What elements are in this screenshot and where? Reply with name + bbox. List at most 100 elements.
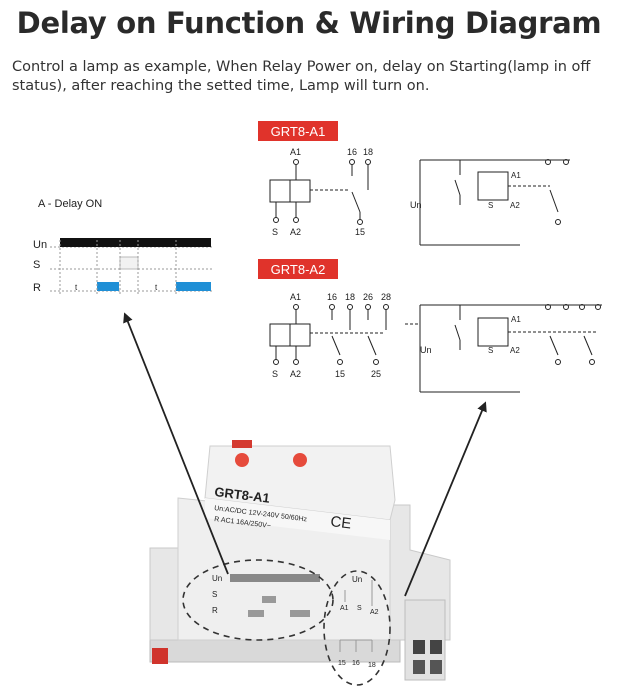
a2-terminal-diagram: A1 16 18 26 28 S (269, 292, 391, 379)
timing-heading: A - Delay ON (38, 198, 102, 210)
bottom-term-15: 15 (338, 660, 346, 667)
a2-term-26: 26 (363, 292, 373, 302)
din-rail (149, 639, 401, 663)
a2-node (347, 304, 353, 310)
a1-node (563, 159, 569, 165)
terminal-hole (430, 660, 442, 674)
a1-contact (351, 191, 361, 213)
a2-node (595, 304, 601, 310)
a1-node (349, 159, 355, 165)
a1-term-15: 15 (355, 227, 365, 237)
a2-term-15: 15 (335, 369, 345, 379)
panel-s-label: S (212, 590, 217, 599)
panel-un-label: Un (212, 574, 222, 583)
a1-term-A1: A1 (290, 147, 301, 157)
a2-switch (454, 324, 461, 341)
a2-coil-a2: A2 (510, 346, 520, 355)
timing-row-s: S (33, 259, 40, 271)
arrow-to-timing (123, 312, 229, 575)
panel-un-bar (230, 574, 320, 582)
panel-s-pulse (262, 596, 276, 603)
a1-node (545, 159, 551, 165)
a1-term-18: 18 (363, 147, 373, 157)
s-pulse (119, 256, 139, 270)
a2-node (589, 359, 595, 365)
a2-node (329, 304, 335, 310)
a2-term-18: 18 (345, 292, 355, 302)
a2-contact (331, 335, 341, 356)
bottom-term-16: 16 (352, 660, 360, 667)
bottom-term-18: 18 (368, 662, 376, 669)
a2-contact (549, 335, 559, 356)
page-title: Delay on Function & Wiring Diagram (16, 6, 602, 40)
terminal-hole (430, 640, 442, 654)
a1-relay-coil (477, 171, 509, 201)
a2-term-16: 16 (327, 292, 337, 302)
time-knob (235, 453, 249, 467)
relay-device: GRT8-A1 Un:AC/DC 12V-240V 50/60Hz R AC1 … (149, 440, 451, 686)
a2-wiring-diagram: Un A1 S A2 (405, 304, 602, 393)
red-clip (152, 648, 168, 664)
a2-node (365, 304, 371, 310)
panel-r-pulse (290, 610, 310, 617)
a1-switch (454, 179, 461, 196)
device-head (204, 445, 396, 521)
un-power-bar (60, 238, 211, 247)
a2-node (273, 359, 279, 365)
a1-term-S: S (272, 227, 278, 237)
model-a1-badge (258, 121, 338, 141)
terminal-hole (413, 660, 425, 674)
a1-terminal-diagram: A1 16 18 S A2 15 (269, 147, 373, 237)
a1-coil-a2: A2 (510, 201, 520, 210)
a1-contact (549, 189, 559, 213)
highlight-ellipse-left (182, 559, 334, 641)
r-pulse-2 (176, 282, 211, 291)
a2-node (383, 304, 389, 310)
a1-node (555, 219, 561, 225)
a2-node (337, 359, 343, 365)
device-model: GRT8-A1 (214, 484, 271, 506)
side-a2-label: A2 (370, 609, 379, 616)
a2-coil-s: S (488, 346, 493, 355)
a2-contact (583, 335, 593, 356)
a2-contact (367, 335, 377, 356)
model-a1-name: GRT8-A1 (271, 124, 326, 139)
range-knob (293, 453, 307, 467)
a1-node (273, 217, 279, 223)
model-a2-badge (258, 259, 338, 279)
side-s-label: S (357, 605, 362, 612)
a1-term-A2: A2 (290, 227, 301, 237)
a2-node (373, 359, 379, 365)
a2-term-25: 25 (371, 369, 381, 379)
side-a1-label: A1 (340, 605, 349, 612)
a1-node (293, 217, 299, 223)
a1-un-label: Un (410, 200, 422, 210)
a1-coil-s: S (488, 201, 493, 210)
timing-diagram: A - Delay ON Un S R t t (33, 198, 212, 296)
a1-node (357, 219, 363, 225)
a2-term-28: 28 (381, 292, 391, 302)
timing-row-un: Un (33, 239, 47, 251)
t-label-2: t (155, 283, 158, 292)
panel-r-pulse (248, 610, 264, 617)
terminal-hole (413, 640, 425, 654)
side-contacts (339, 639, 373, 652)
a2-relay-coil (477, 317, 509, 347)
a2-node (555, 359, 561, 365)
description: Control a lamp as example, When Relay Po… (12, 59, 591, 94)
a2-coil-a1: A1 (511, 315, 521, 324)
a2-node (563, 304, 569, 310)
a2-un-label: Un (420, 345, 432, 355)
a2-node (545, 304, 551, 310)
a2-term-A2: A2 (290, 369, 301, 379)
model-a1-section: GRT8-A1 A1 16 18 S A2 15 (258, 121, 570, 246)
timing-row-r: R (33, 282, 41, 294)
a2-node (579, 304, 585, 310)
highlight-ellipse-right (323, 570, 391, 686)
panel-r-label: R (212, 606, 218, 615)
t-label-1: t (75, 283, 78, 292)
device-side-print: Un A1 S A2 15 16 18 (338, 575, 379, 669)
side-un-label: Un (352, 575, 362, 584)
a1-coil-a1: A1 (511, 171, 521, 180)
